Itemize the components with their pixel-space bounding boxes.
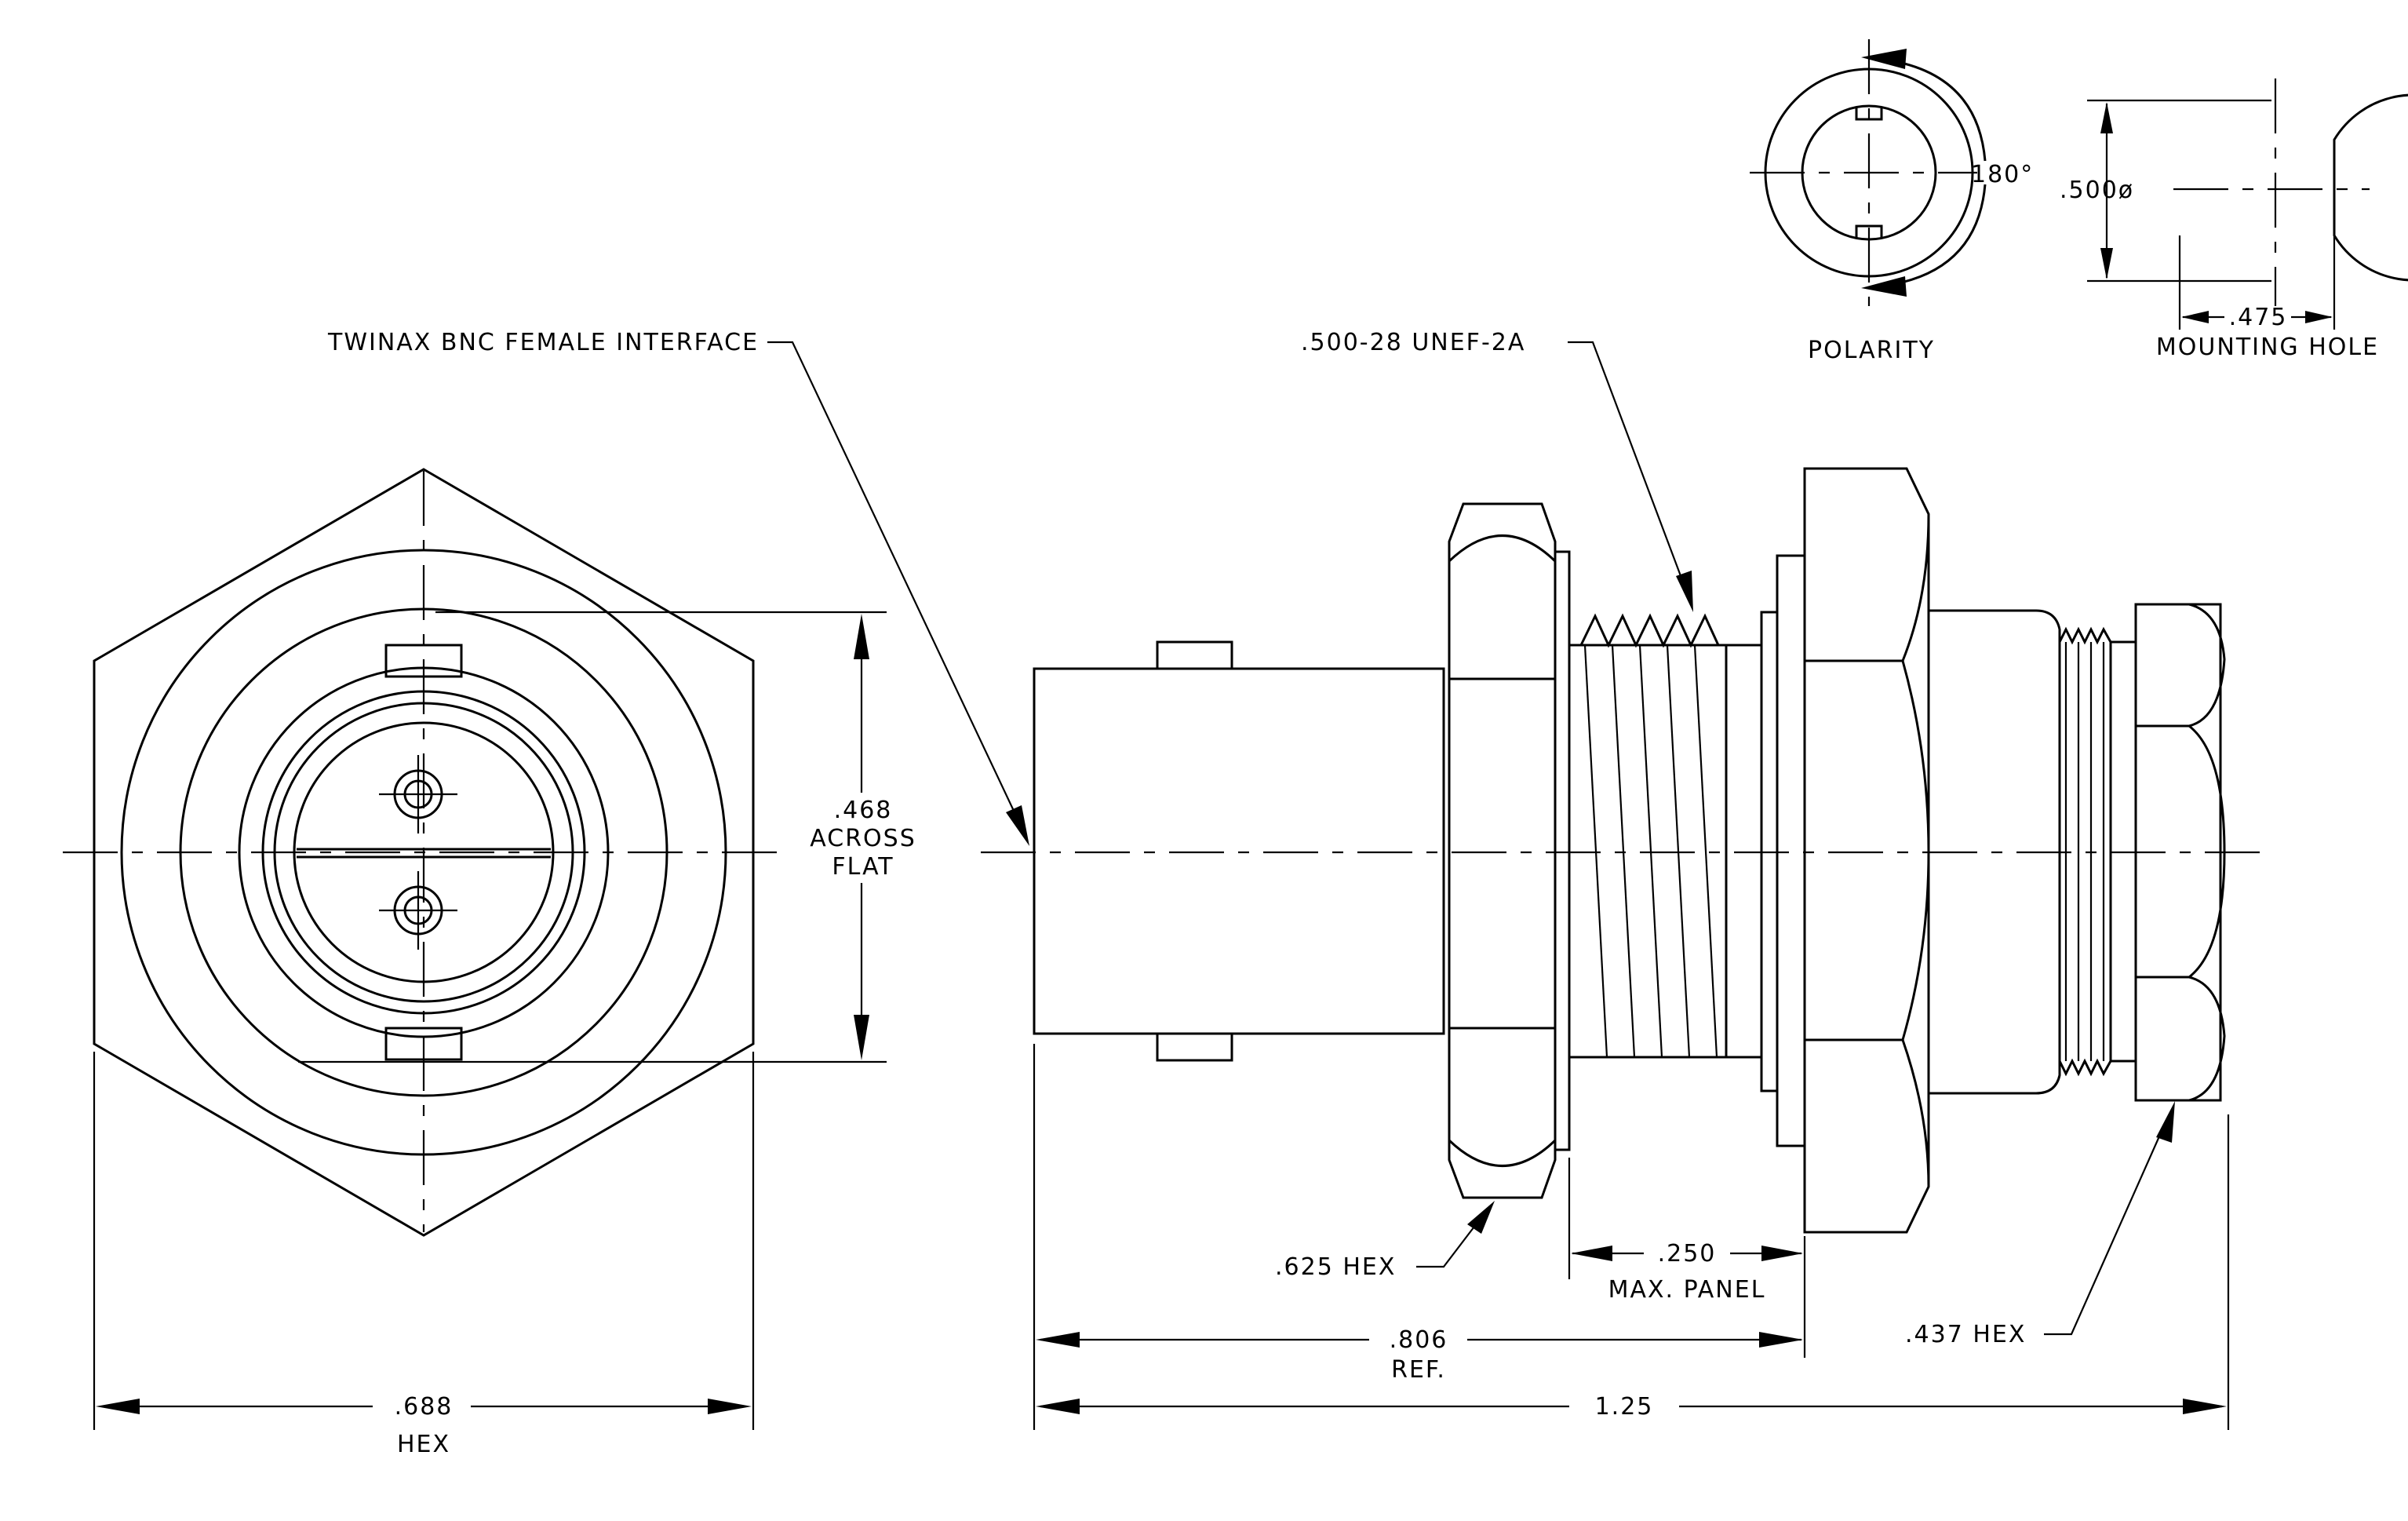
nut-625-arc-bot [1448, 1139, 1557, 1167]
hex-arrow-right [708, 1399, 752, 1414]
bnc-body [1033, 667, 1445, 1035]
leader-437-arrow [2156, 1101, 2175, 1143]
ref-arrow-left [1036, 1332, 1080, 1348]
washer-1 [1554, 550, 1571, 1151]
ref-arrow-right [1759, 1332, 1803, 1348]
flange-arc-mid1 [1901, 660, 1930, 853]
mh-dia-arrow-top [2100, 102, 2113, 133]
polarity-arrow-bottom [1861, 276, 1907, 297]
mh-dia-arrow-bot [2100, 248, 2113, 279]
panel-value: .250 [1658, 1240, 1717, 1268]
mh-flat-value: .475 [2229, 304, 2288, 331]
flat-value: .468 [834, 797, 893, 824]
flange-arc-top [1901, 513, 1930, 662]
leader-interface-arrow [1006, 805, 1029, 846]
bnc-bayonet-pin-bottom [1156, 1032, 1233, 1062]
hex-front-value: .688 [395, 1393, 454, 1421]
panel-arrow-left [1571, 1246, 1612, 1261]
thread-line-2 [1611, 644, 1636, 1058]
leader-interface [767, 341, 1021, 825]
overall-arrow-left [1036, 1399, 1080, 1414]
label-437-hex: .437 HEX [1905, 1321, 2026, 1348]
flat-line2: FLAT [832, 853, 894, 881]
side-view: TWINAX BNC FEMALE INTERFACE .500-28 UNEF… [327, 329, 2260, 1430]
ref-value: .806 [1390, 1326, 1448, 1354]
ref-label: REF. [1391, 1356, 1446, 1384]
polarity-arrow-top [1861, 49, 1907, 69]
polarity-label: POLARITY [1808, 337, 1935, 364]
flat-arrow-top [854, 614, 869, 659]
thread-line-4 [1666, 644, 1691, 1058]
leader-437 [2044, 1122, 2167, 1336]
polarity-view: 180° POLARITY [1750, 39, 2034, 364]
thread-line-1 [1583, 644, 1608, 1058]
rear-thread-top [2058, 626, 2112, 645]
nut-625-outline [1448, 502, 1557, 1199]
hex-front-label: HEX [397, 1431, 450, 1458]
overall-arrow-right [2183, 1399, 2227, 1414]
label-thread: .500-28 UNEF-2A [1301, 329, 1525, 356]
thread-line-3 [1638, 644, 1663, 1058]
flat-arrow-bottom [854, 1015, 869, 1060]
rear-thread-bottom [2058, 1058, 2112, 1077]
mounting-hole-view: .500ø .475 MOUNTING HOLE [2060, 78, 2408, 361]
thread-body [1568, 644, 1728, 1059]
washer-3 [1776, 554, 1806, 1147]
front-view: .468 ACROSS FLAT .688 HEX [63, 468, 916, 1458]
overall-value: 1.25 [1595, 1393, 1654, 1421]
flange-hex-outline [1803, 467, 1930, 1234]
thread-peaks [1579, 613, 1726, 648]
mh-dia-value: .500ø [2060, 177, 2134, 204]
nut-437-dome-3 [2136, 976, 2226, 1102]
panel-arrow-right [1761, 1246, 1803, 1261]
label-625-hex: .625 HEX [1275, 1253, 1396, 1281]
label-interface: TWINAX BNC FEMALE INTERFACE [327, 329, 759, 356]
polarity-angle: 180° [1971, 161, 2034, 188]
leader-625-arrow [1467, 1201, 1495, 1234]
panel-label: MAX. PANEL [1608, 1276, 1766, 1304]
nut-625-arc-top [1448, 534, 1557, 563]
thread-line-5 [1693, 644, 1718, 1058]
mh-label: MOUNTING HOLE [2156, 334, 2379, 361]
hex-arrow-left [96, 1399, 140, 1414]
bnc-bayonet-pin-top [1156, 640, 1233, 670]
flange-arc-bot [1901, 1039, 1930, 1187]
flat-line1: ACROSS [810, 825, 916, 852]
mounting-hole-outline [2333, 93, 2408, 282]
polarity-key-bottom [1855, 224, 1883, 238]
front-hex-outline [93, 468, 755, 1237]
mh-flat-arrow-right [2305, 311, 2333, 323]
leader-thread-arrow [1676, 571, 1693, 612]
flange-arc-mid2 [1901, 852, 1930, 1041]
leader-thread [1568, 341, 1689, 593]
mh-flat-arrow-left [2181, 311, 2209, 323]
nut-437-dome-1 [2136, 603, 2226, 728]
leader-625 [1416, 1220, 1480, 1268]
